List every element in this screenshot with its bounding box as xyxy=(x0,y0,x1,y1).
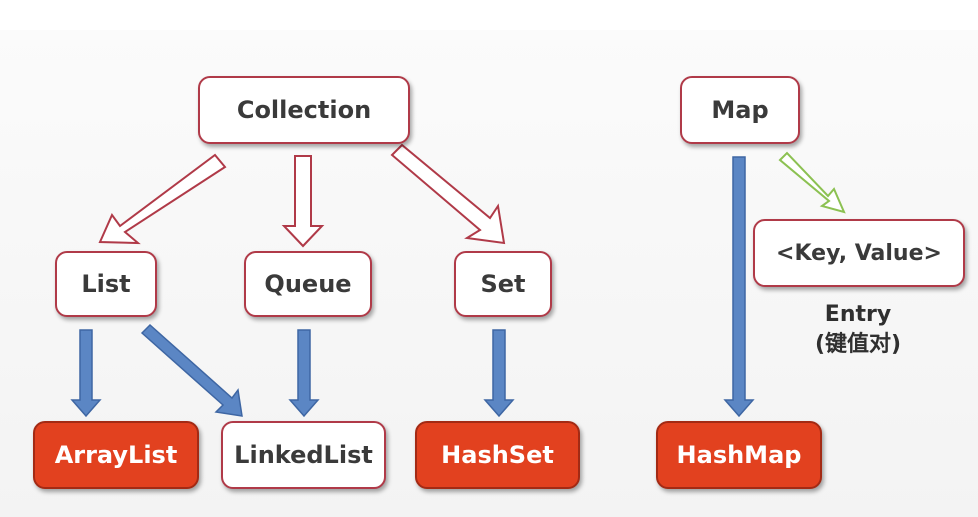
node-list: List xyxy=(55,251,157,317)
arrow-list-to-arraylist xyxy=(70,329,102,418)
node-hashmap: HashMap xyxy=(656,421,822,489)
node-linkedlist-label: LinkedList xyxy=(234,441,373,469)
arrow-map-to-hashmap xyxy=(723,156,755,418)
node-set: Set xyxy=(454,251,552,317)
node-hashset-label: HashSet xyxy=(441,441,554,469)
node-set-label: Set xyxy=(480,270,526,298)
arrow-collection-to-set xyxy=(390,143,506,245)
node-keyvalue: <Key, Value> xyxy=(753,219,965,287)
entry-label: Entry xyxy=(824,302,892,327)
arrow-queue-to-linkedlist xyxy=(288,329,320,418)
node-queue-label: Queue xyxy=(264,270,352,298)
node-hashset: HashSet xyxy=(415,421,580,489)
arrow-list-to-linkedlist xyxy=(140,323,243,417)
inherit-arrows xyxy=(98,143,506,248)
node-linkedlist: LinkedList xyxy=(221,421,386,489)
implement-arrows xyxy=(70,156,755,418)
arrow-collection-to-list xyxy=(98,153,227,245)
arrow-set-to-hashset xyxy=(483,329,515,418)
node-map: Map xyxy=(680,76,800,144)
node-queue: Queue xyxy=(244,251,372,317)
node-arraylist-label: ArrayList xyxy=(54,441,178,469)
node-collection-label: Collection xyxy=(236,96,372,124)
node-list-label: List xyxy=(81,270,131,298)
node-collection: Collection xyxy=(198,76,410,144)
arrow-collection-to-queue xyxy=(281,155,325,248)
node-arraylist: ArrayList xyxy=(33,421,199,489)
entry-sublabel: (键值对) xyxy=(814,332,902,357)
node-map-label: Map xyxy=(711,96,769,124)
entry-caption: Entry (键值对) xyxy=(778,300,938,360)
arrow-map-to-entry xyxy=(778,151,846,214)
node-hashmap-label: HashMap xyxy=(676,441,802,469)
node-keyvalue-label: <Key, Value> xyxy=(776,240,942,266)
